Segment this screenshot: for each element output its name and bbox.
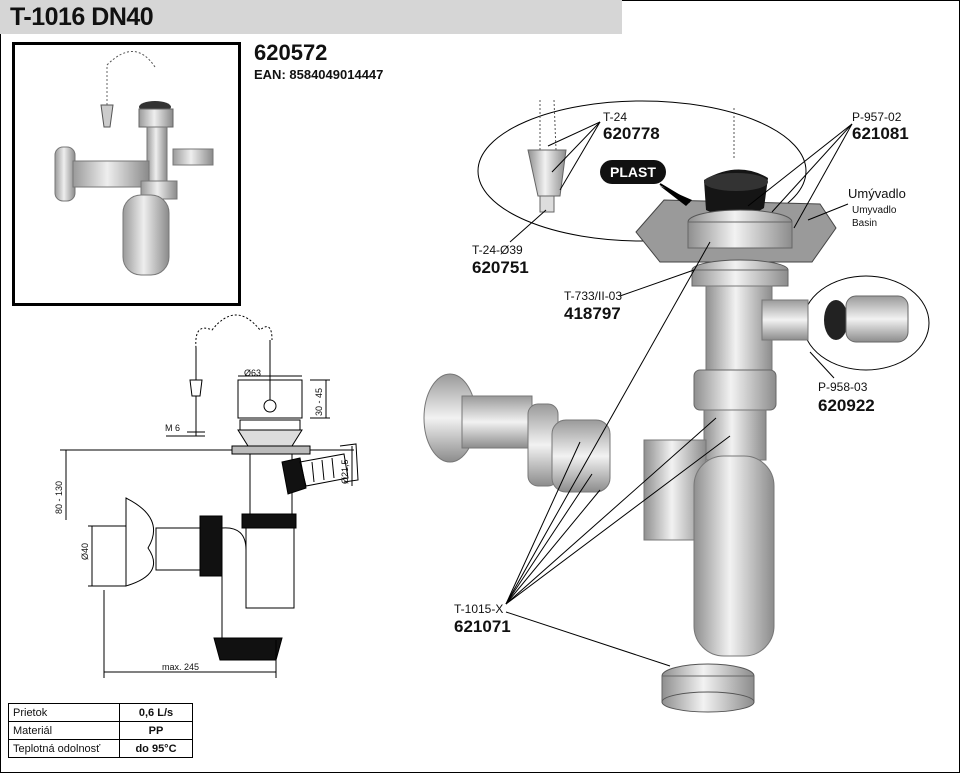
siphon-photo-illustration [54, 51, 214, 276]
part-p957-name: P-957-02 [852, 110, 902, 124]
part-t24-39-name: T-24-Ø39 [472, 243, 523, 257]
part-t24-name: T-24 [603, 110, 628, 124]
part-t1015-code: 621071 [454, 617, 511, 636]
product-photo [12, 42, 241, 306]
dim-d63: Ø63 [244, 368, 262, 378]
basin-label-en: Basin [852, 218, 878, 229]
part-t1015-name: T-1015-X [454, 602, 504, 616]
ean-code: EAN: 8584049014447 [254, 67, 384, 82]
spec-label: Materiál [8, 721, 120, 740]
spec-table: Prietok 0,6 L/s Materiál PP Teplotná odo… [8, 703, 193, 758]
part-t24-code: 620778 [603, 124, 660, 143]
dim-m6: M 6 [165, 423, 181, 433]
part-t733-code: 418797 [564, 304, 621, 323]
part-t733-name: T-733/II-03 [564, 289, 623, 303]
spec-row: Materiál PP [8, 721, 193, 740]
page-title: T-1016 DN40 [10, 3, 154, 31]
dim-max245: max. 245 [162, 662, 200, 672]
dim-30-45: 30 - 45 [314, 387, 324, 416]
part-p958-name: P-958-03 [818, 380, 868, 394]
spec-row: Prietok 0,6 L/s [8, 703, 193, 722]
spec-row: Teplotná odolnosť do 95°C [8, 739, 193, 758]
title-bar: T-1016 DN40 [0, 0, 622, 34]
part-p958-code: 620922 [818, 396, 875, 415]
spec-value: do 95°C [119, 739, 193, 758]
spec-value: PP [119, 721, 193, 740]
spec-label: Prietok [8, 703, 120, 722]
product-code: 620572 [254, 40, 328, 65]
basin-label-sk: Umývadlo [848, 186, 906, 201]
part-t24-39-code: 620751 [472, 258, 529, 277]
spec-value: 0,6 L/s [119, 703, 193, 722]
dim-d40: Ø40 [80, 542, 90, 560]
dim-80-130: 80 - 130 [54, 480, 64, 514]
technical-drawing [60, 314, 359, 678]
basin-label-cz: Umyvadlo [852, 205, 897, 216]
spec-label: Teplotná odolnosť [8, 739, 120, 758]
plast-badge: PLAST [600, 160, 666, 184]
exploded-siphon-illustration [423, 99, 930, 713]
part-p957-code: 621081 [852, 124, 909, 143]
dim-d21-5: Ø21,5 [340, 459, 350, 484]
